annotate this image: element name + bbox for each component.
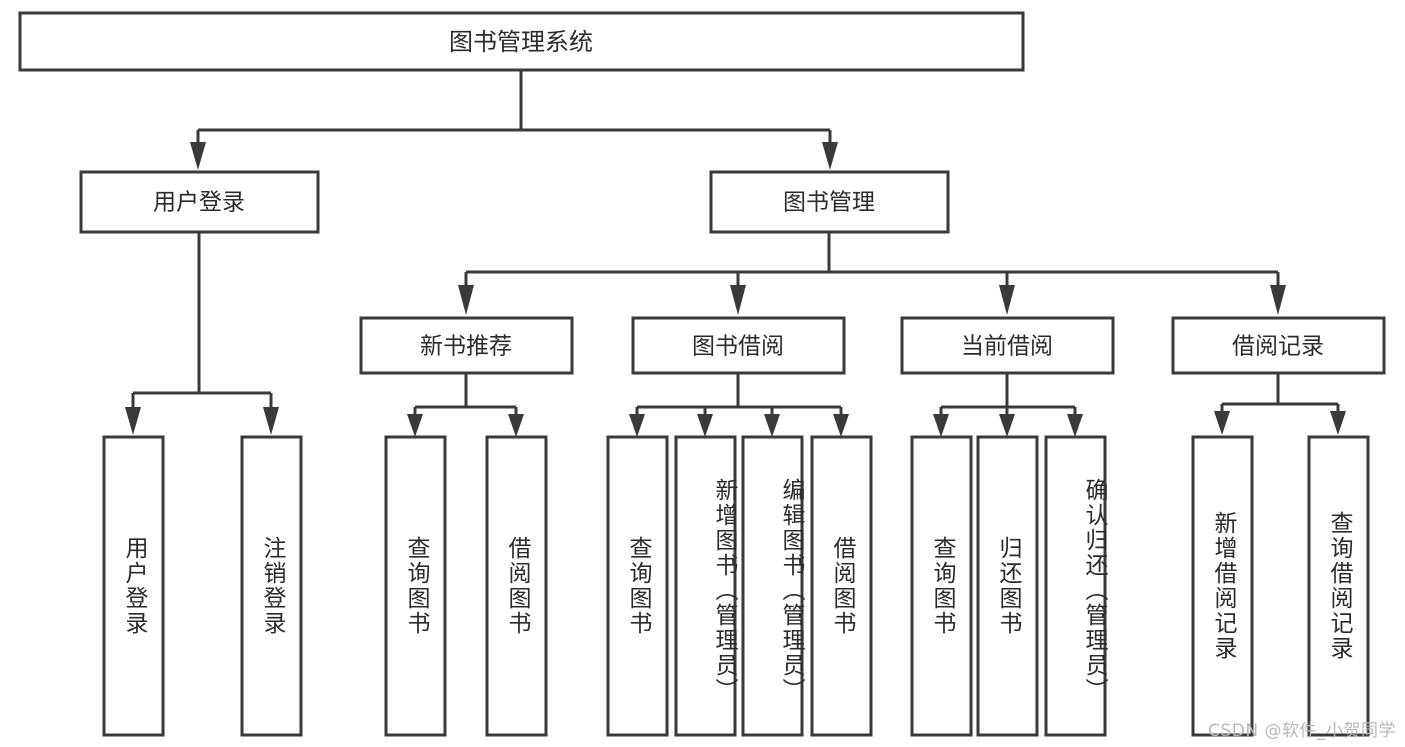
- node-borrow-record-label: 借阅记录: [1232, 334, 1324, 360]
- leaf-box-current-borrow-1[interactable]: [976, 435, 1039, 737]
- arrow-head-icon: [190, 142, 206, 170]
- arrow-head-icon: [730, 285, 746, 315]
- leaf-box-book-borrow-2[interactable]: [741, 435, 804, 737]
- connector-root-bus: [190, 70, 838, 170]
- connector-borrow-record-leaves: [1214, 373, 1346, 435]
- arrow-head-icon: [508, 414, 524, 437]
- node-new-book-recommend-label: 新书推荐: [420, 334, 512, 360]
- node-book-borrow[interactable]: 图书借阅: [631, 316, 846, 375]
- node-book-management[interactable]: 图书管理: [709, 170, 950, 234]
- arrow-head-icon: [1330, 411, 1346, 435]
- leaf-box-new-book-1[interactable]: [485, 435, 548, 737]
- node-user-login[interactable]: 用户登录: [79, 170, 320, 234]
- arrow-head-icon: [1270, 285, 1286, 315]
- node-book-management-label: 图书管理: [783, 190, 875, 216]
- node-current-borrow[interactable]: 当前借阅: [900, 316, 1115, 375]
- arrow-head-icon: [999, 285, 1015, 315]
- connector-new-book-leaves: [407, 373, 524, 437]
- leaf-box-book-borrow-1[interactable]: [674, 435, 737, 737]
- leaf-box-current-borrow-2[interactable]: [1044, 435, 1107, 737]
- leaf-box-book-borrow-3[interactable]: [810, 435, 873, 737]
- node-root-box[interactable]: [18, 11, 1025, 72]
- csdn-watermark: CSDN @软件_小贺同学: [1208, 721, 1396, 741]
- arrow-head-icon: [263, 407, 279, 435]
- arrow-head-icon: [697, 414, 713, 437]
- arrow-head-icon: [1067, 414, 1083, 437]
- arrow-head-icon: [764, 414, 780, 437]
- leaf-box-borrow-record-1[interactable]: [1307, 435, 1370, 737]
- leaf-box-borrow-record-0[interactable]: [1191, 435, 1254, 737]
- connector-user-login-leaves: [125, 232, 279, 435]
- node-new-book-recommend[interactable]: 新书推荐: [359, 316, 574, 375]
- arrow-head-icon: [933, 414, 949, 437]
- arrow-head-icon: [407, 414, 423, 437]
- connector-book-borrow-leaves: [629, 373, 849, 437]
- leaf-box-current-borrow-0[interactable]: [910, 435, 973, 737]
- arrow-head-icon: [999, 414, 1015, 437]
- arrow-head-icon: [125, 407, 141, 435]
- node-user-login-label: 用户登录: [153, 190, 245, 216]
- arrow-head-icon: [1214, 411, 1230, 435]
- leaf-box-user-login-1[interactable]: [240, 435, 303, 737]
- arrow-head-icon: [833, 414, 849, 437]
- node-new-book-recommend-box[interactable]: [359, 316, 574, 375]
- node-borrow-record[interactable]: 借阅记录: [1171, 316, 1386, 375]
- arrow-head-icon: [822, 142, 838, 170]
- connector-current-borrow-leaves: [933, 373, 1083, 437]
- leaf-box-user-login-0[interactable]: [102, 435, 165, 737]
- connector-book-management-children: [458, 232, 1286, 315]
- node-user-login-box[interactable]: [79, 170, 320, 234]
- node-root-label: 图书管理系统: [449, 28, 593, 56]
- node-current-borrow-box[interactable]: [900, 316, 1115, 375]
- arrow-head-icon: [458, 285, 474, 315]
- leaf-box-book-borrow-0[interactable]: [606, 435, 669, 737]
- node-current-borrow-label: 当前借阅: [961, 334, 1053, 360]
- node-book-borrow-label: 图书借阅: [692, 334, 784, 360]
- arrow-head-icon: [629, 414, 645, 437]
- leaf-box-new-book-0[interactable]: [384, 435, 447, 737]
- node-root[interactable]: 图书管理系统: [18, 11, 1025, 72]
